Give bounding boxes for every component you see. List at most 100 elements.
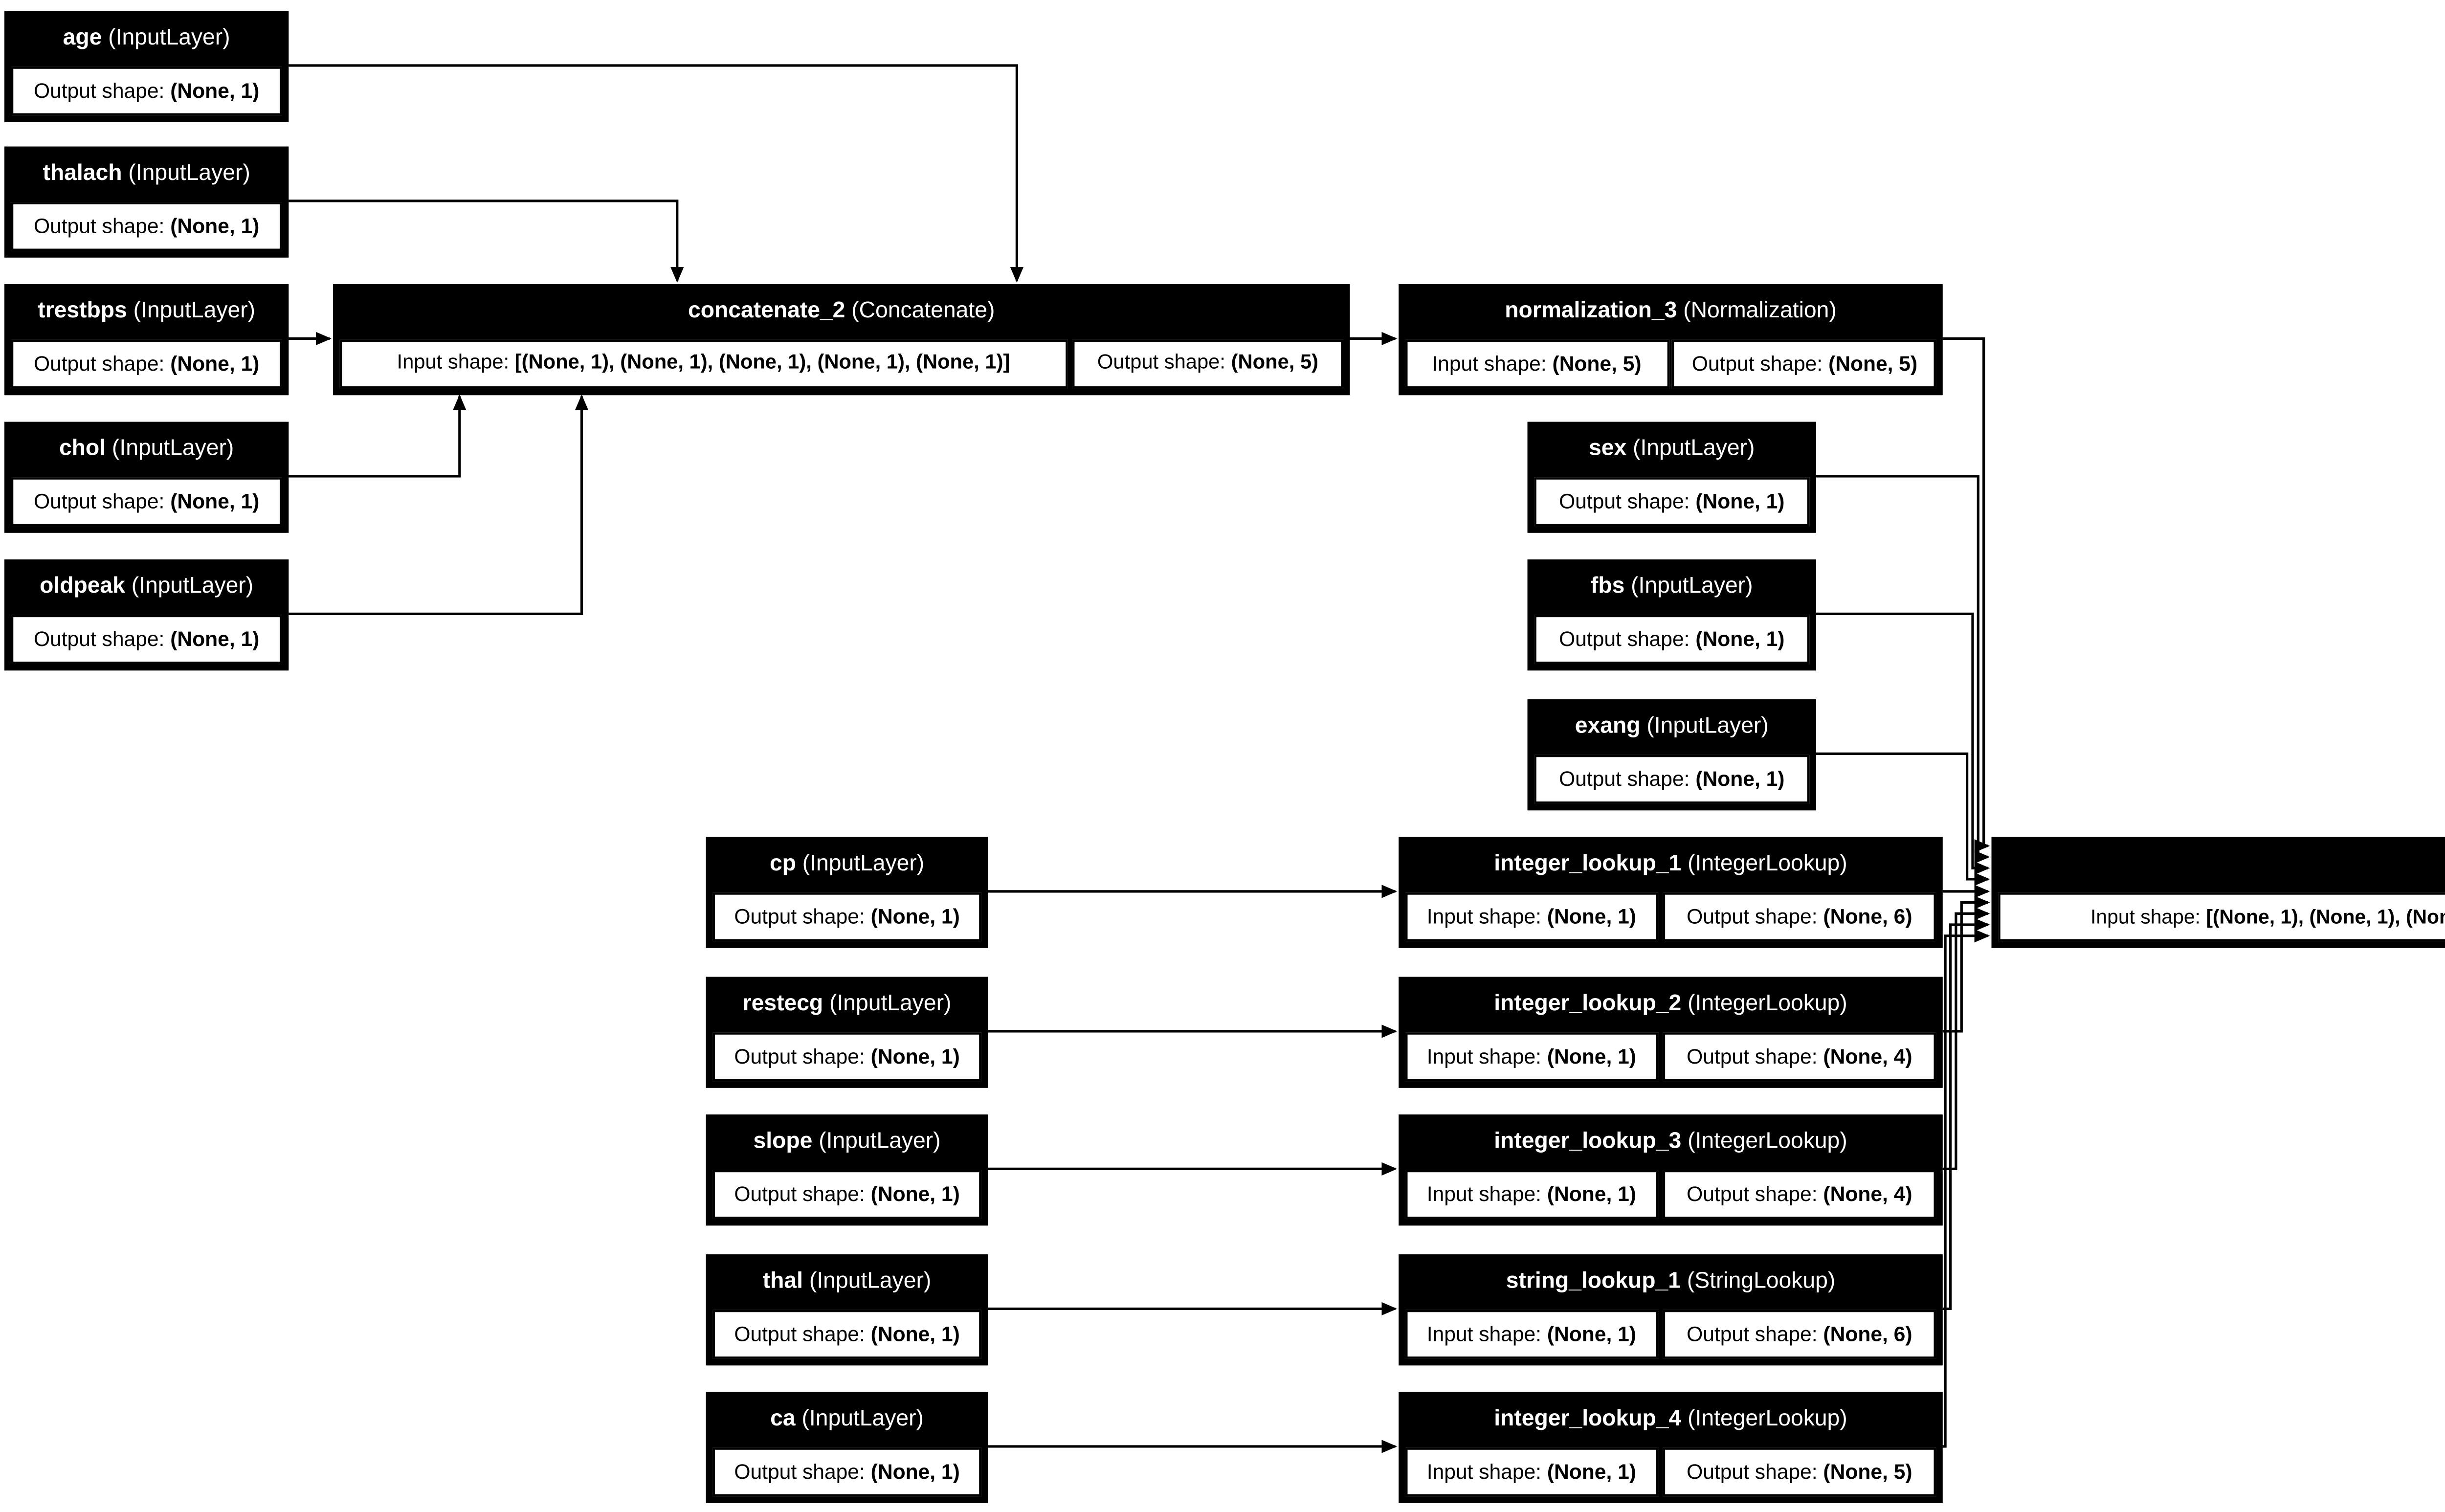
- output-shape-cell: Output shape: (None, 1): [1533, 477, 1811, 527]
- layer-title: integer_lookup_1 (IntegerLookup): [1401, 839, 1940, 892]
- input-shape-label: Input shape:: [397, 352, 515, 374]
- shape-row: Output shape: (None, 1): [711, 892, 982, 942]
- node-exang: exang (InputLayer)Output shape: (None, 1…: [1527, 699, 1816, 811]
- output-shape-cell: Output shape: (None, 1): [10, 201, 283, 252]
- layer-name: integer_lookup_2: [1494, 992, 1682, 1017]
- output-shape-cell: Output shape: (None, 1): [711, 1169, 982, 1220]
- output-shape-value: (None, 5): [1231, 352, 1319, 374]
- node-concatenate_2: concatenate_2 (Concatenate)Input shape: …: [333, 284, 1350, 396]
- layer-title: restecg (InputLayer): [708, 979, 986, 1032]
- node-trestbps: trestbps (InputLayer) Output shape: (None…: [4, 284, 289, 396]
- output-shape-value: (None, 5): [1828, 352, 1918, 377]
- output-shape-label: Output shape:: [734, 904, 871, 929]
- output-shape-cell: Output shape: (None, 1): [1533, 614, 1811, 665]
- layer-title: integer_lookup_3 (IntegerLookup): [1401, 1117, 1940, 1170]
- layer-title: thal (InputLayer): [708, 1257, 986, 1310]
- layer-name: sex: [1589, 437, 1627, 462]
- layer-type: (IntegerLookup): [1681, 1130, 1847, 1154]
- shape-row: Output shape: (None, 1): [1533, 614, 1811, 665]
- layer-title: slope (InputLayer): [708, 1117, 986, 1170]
- output-shape-label: Output shape:: [1691, 352, 1829, 377]
- layer-name: integer_lookup_3: [1494, 1130, 1682, 1154]
- shape-row: Input shape: (None, 1)Output shape: (Non…: [1404, 1032, 1937, 1082]
- layer-title: age (InputLayer): [7, 13, 287, 66]
- layer-name: normalization_3: [1505, 299, 1677, 324]
- layer-type: (InputLayer): [803, 1269, 932, 1294]
- output-shape-value: (None, 1): [170, 352, 260, 377]
- shape-row: Output shape: (None, 1): [10, 201, 283, 252]
- input-shape-cell: Input shape: (None, 1): [1404, 892, 1659, 942]
- input-shape-value: (None, 1): [1547, 1182, 1636, 1207]
- input-shape-value: [(None, 1), (None, 1), (None, 1), (None,…: [514, 352, 1010, 374]
- layer-title: trestbps (InputLayer): [7, 287, 287, 339]
- output-shape-cell: Output shape: (None, 1): [10, 614, 283, 665]
- shape-row: Input shape: [(None, 1), (None, 1), (Non…: [338, 339, 1344, 390]
- node-thalach: thalach (InputLayer)Output shape: (None,…: [4, 146, 289, 258]
- shape-row: Output shape: (None, 1): [1533, 477, 1811, 527]
- node-ca: ca (InputLayer)Output shape: (None, 1): [706, 1392, 988, 1503]
- shape-row: Input shape: (None, 1)Output shape: (Non…: [1404, 892, 1937, 942]
- layer-name: integer_lookup_4: [1494, 1407, 1682, 1432]
- input-shape-label: Input shape:: [1426, 1459, 1547, 1484]
- output-shape-value: (None, 1): [170, 78, 260, 103]
- output-shape-value: (None, 1): [1695, 489, 1785, 514]
- output-shape-label: Output shape:: [1687, 1459, 1823, 1484]
- output-shape-value: (None, 1): [1695, 767, 1785, 792]
- output-shape-cell: Output shape: (None, 6): [1662, 892, 1937, 942]
- node-concatenate_3: concatenate_3 (Concatenate)Input shape: …: [1991, 837, 2445, 948]
- output-shape-label: Output shape:: [33, 352, 171, 377]
- layer-title: normalization_3 (Normalization): [1401, 287, 1940, 339]
- edge-fbs-to-concatenate_3: [1816, 612, 1990, 875]
- input-shape-label: Input shape:: [1426, 1044, 1547, 1069]
- input-shape-label: Input shape:: [1432, 352, 1553, 377]
- edge-chol-to-concatenate_2: [289, 394, 467, 478]
- output-shape-label: Output shape:: [1687, 1322, 1823, 1347]
- shape-row: Output shape: (None, 1): [711, 1032, 982, 1082]
- output-shape-value: (None, 1): [170, 489, 260, 514]
- shape-row: Input shape: (None, 1)Output shape: (Non…: [1404, 1169, 1937, 1220]
- node-normalization_3: normalization_3 (Normalization) Input sha…: [1399, 284, 1943, 396]
- layer-name: chol: [59, 437, 106, 462]
- layer-name: oldpeak: [40, 574, 125, 599]
- layer-type: (InputLayer): [823, 992, 952, 1017]
- layer-type: (InputLayer): [1640, 714, 1769, 739]
- layer-name: trestbps: [38, 299, 127, 324]
- output-shape-value: (None, 1): [870, 1044, 960, 1069]
- layer-name: thal: [762, 1269, 803, 1294]
- node-restecg: restecg (InputLayer)Output shape: (None,…: [706, 977, 988, 1088]
- layer-type: (InputLayer): [812, 1130, 941, 1154]
- layer-name: integer_lookup_1: [1494, 852, 1682, 877]
- layer-name: string_lookup_1: [1506, 1269, 1681, 1294]
- layer-name: exang: [1575, 714, 1641, 739]
- node-oldpeak: oldpeak (InputLayer)Output shape: (None,…: [4, 559, 289, 671]
- node-slope: slope (InputLayer)Output shape: (None, 1…: [706, 1114, 988, 1226]
- input-shape-value: (None, 1): [1547, 1044, 1636, 1069]
- edge-string_lookup_1-to-concatenate_3: [1942, 918, 1990, 1311]
- output-shape-label: Output shape:: [734, 1044, 871, 1069]
- output-shape-value: (None, 6): [1823, 1322, 1912, 1347]
- input-shape-label: Input shape:: [1426, 1322, 1547, 1347]
- output-shape-label: Output shape:: [1559, 627, 1696, 652]
- layer-name: age: [63, 26, 102, 51]
- node-chol: chol (InputLayer)Output shape: (None, 1): [4, 422, 289, 533]
- output-shape-label: Output shape:: [33, 214, 171, 239]
- output-shape-cell: Output shape: (None, 1): [10, 477, 283, 527]
- layer-title: integer_lookup_2 (IntegerLookup): [1401, 979, 1940, 1032]
- output-shape-value: (None, 1): [870, 904, 960, 929]
- layer-title: ca (InputLayer): [708, 1394, 986, 1447]
- layer-type: (StringLookup): [1681, 1269, 1836, 1294]
- node-integer_lookup_4: integer_lookup_4 (IntegerLookup) Input sh…: [1399, 1392, 1943, 1503]
- layer-name: fbs: [1590, 574, 1625, 599]
- edge-integer_lookup_4-to-concatenate_3: [1942, 929, 1990, 1448]
- layer-title: oldpeak (InputLayer): [7, 562, 287, 615]
- shape-row: Output shape: (None, 1): [10, 477, 283, 527]
- output-shape-cell: Output shape: (None, 1): [711, 1447, 982, 1497]
- layer-type: (IntegerLookup): [1681, 992, 1847, 1017]
- shape-row: Output shape: (None, 1): [10, 66, 283, 116]
- layer-title: integer_lookup_4 (IntegerLookup): [1401, 1394, 1940, 1447]
- input-shape-value: (None, 1): [1547, 904, 1636, 929]
- node-integer_lookup_1: integer_lookup_1 (IntegerLookup)Input sh…: [1399, 837, 1943, 948]
- shape-row: Input shape: [(None, 1), (None, 1), (Non…: [1997, 892, 2445, 942]
